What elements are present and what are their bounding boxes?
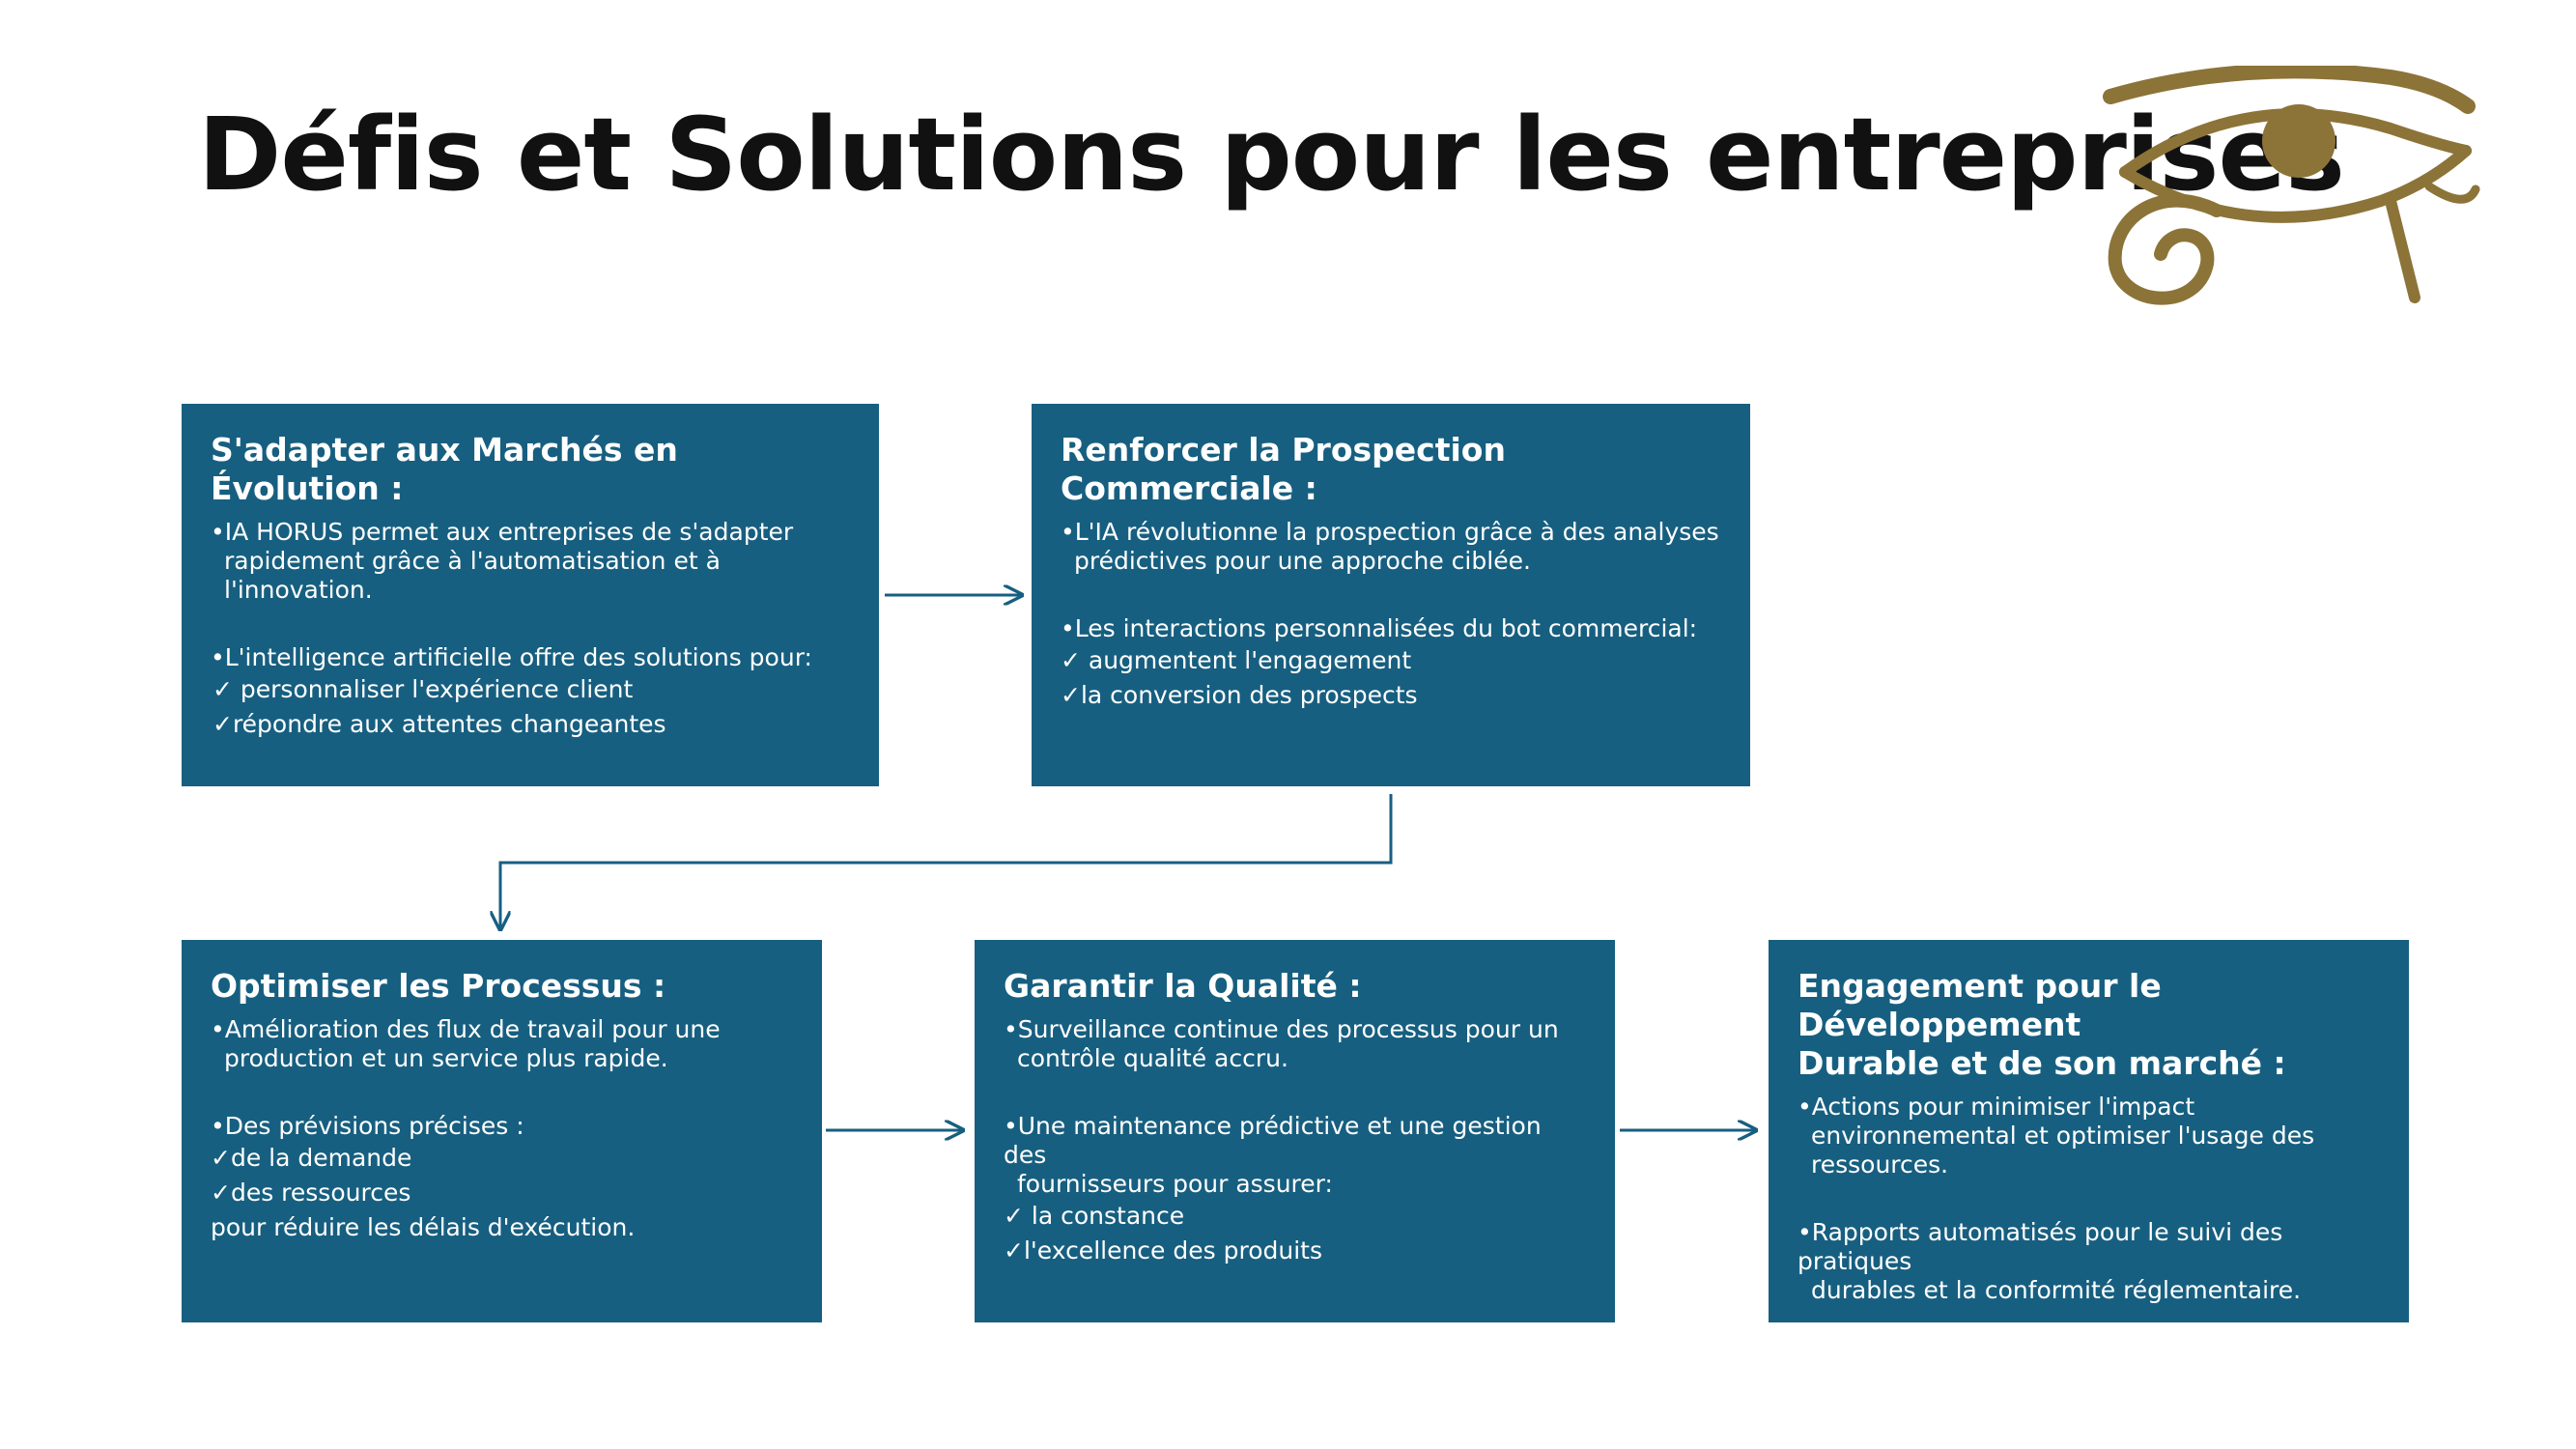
bullet-line: environnemental et optimiser l'usage des — [1811, 1122, 2315, 1150]
box-heading: Renforcer la Prospection Commerciale : — [1061, 431, 1506, 507]
check-item: ✓des ressources — [211, 1179, 411, 1207]
eye-of-horus-icon — [2103, 66, 2480, 305]
box-optimize-processes: Optimiser les Processus : •Amélioration … — [182, 940, 822, 1322]
box-heading: Garantir la Qualité : — [1004, 967, 1362, 1005]
bullet-line: •Rapports automatisés pour le suivi des … — [1798, 1218, 2283, 1275]
box-adapt-markets: S'adapter aux Marchés en Évolution : •IA… — [182, 404, 879, 786]
check-item: ✓la conversion des prospects — [1061, 681, 1418, 709]
heading-line: Engagement pour le Développement — [1798, 967, 2162, 1043]
bullet-line: production et un service plus rapide. — [224, 1044, 668, 1072]
bullet-line: •Les interactions personnalisées du bot … — [1061, 614, 1698, 642]
box-heading: Optimiser les Processus : — [211, 967, 666, 1005]
bullet-ai-solutions: •L'intelligence artificielle offre des s… — [211, 643, 850, 672]
check-item: ✓ personnaliser l'expérience client — [212, 675, 634, 703]
bullet-line: •L'intelligence artificielle offre des s… — [211, 643, 812, 671]
page-title: Défis et Solutions pour les entreprises — [198, 96, 2345, 213]
bullet-line: ressources. — [1811, 1151, 1949, 1179]
box-heading: Engagement pour le Développement Durable… — [1798, 967, 2380, 1083]
bullet-forecasts: •Des prévisions précises : — [211, 1112, 793, 1141]
bullet-line: fournisseurs pour assurer: — [1017, 1170, 1333, 1198]
check-item: ✓ la constance — [1004, 1202, 1185, 1230]
bullet-line: •Actions pour minimiser l'impact — [1798, 1093, 2195, 1121]
arrow-box2-to-box3 — [500, 794, 1393, 929]
check-item: ✓ augmentent l'engagement — [1061, 646, 1412, 674]
bullet-line: prédictives pour une approche ciblée. — [1074, 547, 1531, 575]
heading-line: Durable et de son marché : — [1798, 1044, 2286, 1082]
check-item: ✓répondre aux attentes changeantes — [212, 710, 666, 738]
check-item: ✓de la demande — [211, 1144, 412, 1172]
bullet-line: durables et la conformité réglementaire. — [1811, 1276, 2302, 1304]
bullet-line: rapidement grâce à l'automatisation et à… — [224, 547, 721, 604]
bullet-automation: •IA HORUS permet aux entreprises de s'ad… — [211, 518, 850, 605]
bullet-bot-interactions: •Les interactions personnalisées du bot … — [1061, 614, 1721, 643]
box-footer-text: pour réduire les délais d'exécution. — [211, 1213, 636, 1241]
bullet-line: •L'IA révolutionne la prospection grâce … — [1061, 518, 1719, 546]
bullet-line: •Amélioration des flux de travail pour u… — [211, 1015, 721, 1043]
bullet-predictive-analysis: •L'IA révolutionne la prospection grâce … — [1061, 518, 1721, 576]
box-sustainability: Engagement pour le Développement Durable… — [1769, 940, 2409, 1322]
box-prospection: Renforcer la Prospection Commerciale : •… — [1032, 404, 1750, 786]
bullet-line: •Surveillance continue des processus pou… — [1004, 1015, 1559, 1043]
bullet-line: contrôle qualité accru. — [1017, 1044, 1288, 1072]
bullet-line: •Une maintenance prédictive et une gesti… — [1004, 1112, 1542, 1169]
bullet-reports: •Rapports automatisés pour le suivi des … — [1798, 1218, 2380, 1305]
bullet-workflow: •Amélioration des flux de travail pour u… — [211, 1015, 793, 1073]
bullet-environment: •Actions pour minimiser l'impact environ… — [1798, 1093, 2380, 1179]
bullet-maintenance: •Une maintenance prédictive et une gesti… — [1004, 1112, 1586, 1199]
bullet-line: •Des prévisions précises : — [211, 1112, 524, 1140]
box-quality: Garantir la Qualité : •Surveillance cont… — [975, 940, 1615, 1322]
check-item: ✓l'excellence des produits — [1004, 1236, 1322, 1264]
box-heading: S'adapter aux Marchés en Évolution : — [211, 431, 678, 507]
bullet-line: •IA HORUS permet aux entreprises de s'ad… — [211, 518, 794, 546]
bullet-monitoring: •Surveillance continue des processus pou… — [1004, 1015, 1586, 1073]
